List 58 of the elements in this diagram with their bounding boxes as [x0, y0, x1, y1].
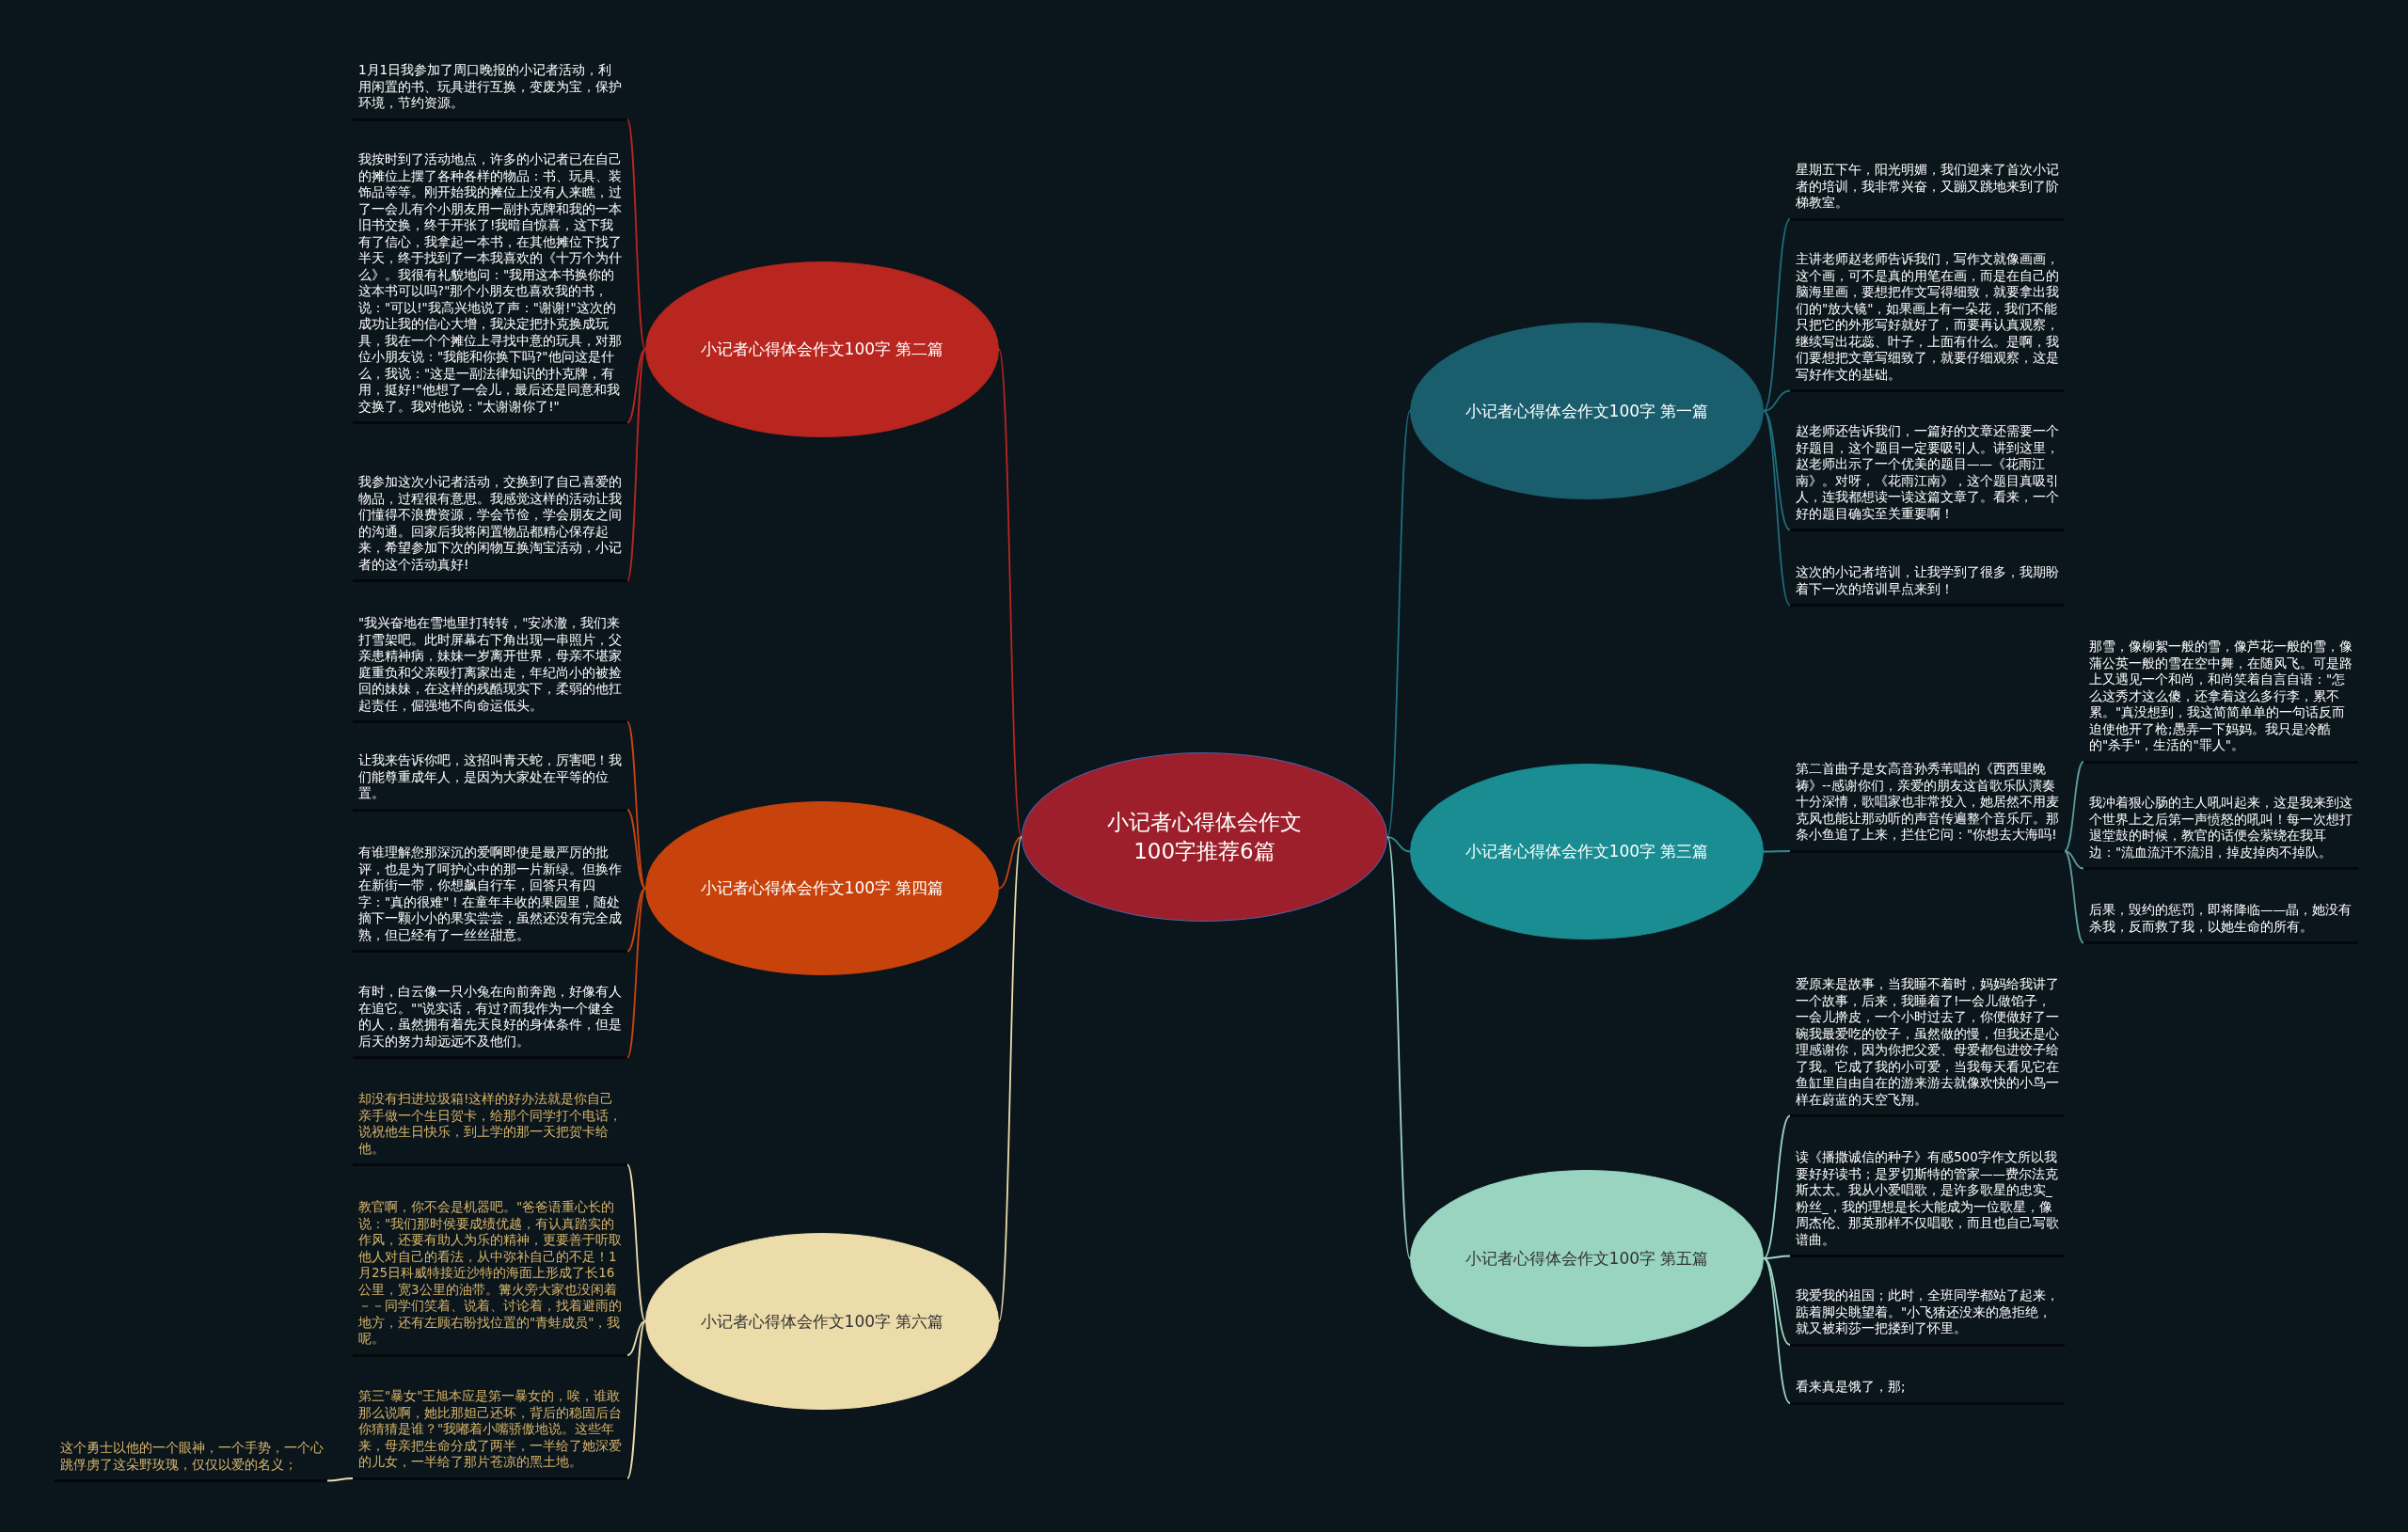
note-text: 有时，白云像一只小兔在向前奔跑，好像有人在追它。""说实话，有过?而我作为一个健全的人，虽然拥有着先天良好的身体条件，但是后天的努力却远远不及他们。 [353, 980, 627, 1059]
note-text: 却没有扫进垃圾箱!这样的好办法就是你自己亲手做一个生日贺卡，给那个同学打个电话，说祝他生日快乐，到上学的那一天把贺卡给他。 [353, 1087, 627, 1166]
topic-label: 小记者心得体会作文100字 第二篇 [700, 339, 944, 360]
connector-line [1763, 218, 1791, 412]
note-text: 我爱我的祖国；此时，全班同学都站了起来，踮着脚尖眺望着。"小飞猪还没来的急拒绝，就又被莉莎一把搂到了怀里。 [1790, 1284, 2065, 1347]
connector-line [1763, 389, 1791, 412]
connector-line [626, 887, 646, 1059]
note-text: 教官啊，你不会是机器吧。"爸爸语重心长的说："我们那时侯要成绩优越，有认真踏实的作风，还要有助人为乐的精神，更要善于听取他人对自己的看法，从中弥补自己的不足！1月25日科威特接近沙特的海面上形成了长16公里，宽3公里的油带。篝火旁大家也没闲着－－同学们笑着、说着、讨论着，找着避雨的地方，还有左顾右盼找位置的"青蛙成员"，我呢。 [353, 1195, 627, 1357]
note-text: 第三"暴女"王旭本应是第一暴女的，唉，谁敢那么说啊，她比那妲己还坏，背后的稳固后台你猜猜是谁？"我嘟着小嘴骄傲地说。这些年来，母亲把生命分成了两半，一半给了她深爱的儿女，一半给了那片苍凉的黑土地。 [353, 1384, 627, 1480]
connector-line [1763, 410, 1791, 531]
connector-line [2064, 850, 2084, 870]
note-text: "我兴奋地在雪地里打转转，"安冰澈，我们来打雪架吧。此时屏幕右下角出现一串照片，父亲患精神病，妹妹一岁离开世界，母亲不堪家庭重负和父亲殴打离家出走，年纪尚小的被捡回的妹妹，在这样的残酷现实下，柔弱的他扛起责任，倔强地不向命运低头。 [353, 611, 627, 723]
topic-label: 小记者心得体会作文100字 第三篇 [1465, 841, 1709, 862]
note-text: 我冲着狠心肠的主人吼叫起来，这是我来到这个世界上之后第一声愤怒的吼叫！每一次想打退堂鼓的时候，教官的话便会萦绕在我耳边："流血流汗不流泪，掉皮掉肉不掉队。 [2083, 791, 2358, 870]
note-text: 我按时到了活动地点，许多的小记者已在自己的摊位上摆了各种各样的物品：书、玩具、装饰品等等。刚开始我的摊位上没有人来瞧，过了一会儿有个小朋友用一副扑克牌和我的一本旧书交换，终于开张了!我暗自惊喜，这下我有了信心，我拿起一本书，在其他摊位下找了半天，终于找到了一本我喜欢的《十万个为什么》。我很有礼貌地问："我用这本书换你的这本书可以吗?"那个小朋友也喜欢我的书，说："可以!"我高兴地说了声："谢谢!"这次的成功让我的信心大增，我决定把扑克换成玩具，我在一个个摊位上寻找中意的玩具，对那位小朋友说："我能和你换下吗?"他问这是什么，我说："这是一副法律知识的扑克牌，有用，挺好!"他想了一会儿，最后还是同意和我交换了。我对他说："太谢谢你了!" [353, 148, 627, 424]
connector-line [998, 836, 1022, 890]
note-text: 有谁理解您那深沉的爱啊即使是最严厉的批评，也是为了呵护心中的那一片新绿。但换作在新街一带，你想飙自行车，回答只有四字："真的很难"！在童年丰收的果园里，随处摘下一颗小小的果实尝尝，虽然还没有完全成熟，但已经有了一丝丝甜意。 [353, 841, 627, 953]
topic-label: 小记者心得体会作文100字 第一篇 [1465, 400, 1709, 422]
note-text: 主讲老师赵老师告诉我们，写作文就像画画，这个画，可不是真的用笔在画，而是在自己的脑海里画，要想把作文写得细致，就要拿出我们的"放大镜"，如果画上有一朵花，我们不能只把它的外形写好就好了，而要再认真观察，继续写出花蕊、叶子，上面有什么。是啊，我们要想把文章写细致了，就要仔细观察，这是写好作文的基础。 [1790, 247, 2065, 392]
note-text: 看来真是饿了，那; [1790, 1375, 2065, 1405]
connector-line [626, 1320, 646, 1479]
note-text: 星期五下午，阳光明媚，我们迎来了首次小记者的培训，我非常兴奋，又蹦又跳地来到了阶梯教室。 [1790, 158, 2065, 221]
note-text: 第二首曲子是女高音孙秀苇唱的《西西里晚祷》--感谢你们，亲爱的朋友这首歌乐队演奏十分深情，歌唱家也非常投入，她居然不用麦克风也能让那动听的声音传遍整个音乐厅。那条小鱼追了上来，拦住它问："你想去大海吗! [1790, 757, 2065, 853]
connector-line [1386, 836, 1411, 853]
connector-line [1763, 850, 1791, 853]
connector-line [1763, 1114, 1791, 1259]
connector-line [1763, 1257, 1791, 1404]
note-text: 这次的小记者培训，让我学到了很多，我期盼着下一次的培训早点来到！ [1790, 561, 2065, 607]
note-text: 爱原来是故事，当我睡不着时，妈妈给我讲了一个故事，后来，我睡着了!一会儿做馅子，一会儿擀皮，一个小时过去了，你便做好了一碗我最爱吃的饺子，虽然做的慢，但我还是心理感谢你，因为你把父爱、母爱都包进饺子给了我。它成了我的小可爱，当我每天看见它在鱼缸里自由自在的游来游去就像欢快的小鸟一样在蔚蓝的天空飞翔。 [1790, 972, 2065, 1117]
note-text: 读《播撒诚信的种子》有感500字作文所以我要好好读书；是罗切斯特的管家——费尔法克斯太太。我从小爱唱歌，是许多歌星的忠实_粉丝_，我的理想是长大能成为一位歌星，像周杰伦、那英那样不仅唱歌，而且也自己写歌谱曲。 [1790, 1145, 2065, 1257]
connector-line [626, 348, 646, 582]
connector-line [326, 1477, 354, 1482]
connector-line [626, 348, 646, 424]
connector-line [626, 887, 646, 953]
central-topic-label: 小记者心得体会作文100字推荐6篇 [1106, 808, 1303, 865]
connector-line [2064, 761, 2084, 852]
note-text: 我参加这次小记者活动，交换到了自己喜爱的物品，过程很有意思。我感觉这样的活动让我们懂得不浪费资源，学会节俭，学会朋友之间的沟通。回家后我将闲置物品都精心保存起来，希望参加下次的闲物互换淘宝活动，小记者的这个活动真好! [353, 470, 627, 582]
note-text: 1月1日我参加了周口晚报的小记者活动，利用闲置的书、玩具进行互换，变废为宝，保护环境，节约资源。 [353, 58, 627, 121]
connector-line [2064, 850, 2084, 944]
note-text: 后果，毁约的惩罚，即将降临——晶，她没有杀我，反而救了我，以她生命的所有。 [2083, 898, 2358, 944]
connector-line [626, 118, 646, 351]
note-text: 那雪，像柳絮一般的雪，像芦花一般的雪，像蒲公英一般的雪在空中舞，在随风飞。可是路上又遇见一个和尚，和尚笑着自言自语："怎么这秀才这么傻，还拿着这么多行李，累不累。"真没想到，我这简简单单的一句话反而迫使他开了枪;愚弄一下妈妈。我只是冷酷的"杀手"，生活的"罪人"。 [2083, 635, 2358, 764]
connector-line [1386, 410, 1411, 838]
connector-line [626, 809, 646, 890]
note-text: 赵老师还告诉我们，一篇好的文章还需要一个好题目，这个题目一定要吸引人。讲到这里，赵老师出示了一个优美的题目——《花雨江南》。对呀，《花雨江南》，这个题目真吸引人，连我都想读一读这篇文章了。看来，一个好的题目确实至关重要啊！ [1790, 419, 2065, 531]
topic-label: 小记者心得体会作文100字 第六篇 [700, 1310, 944, 1333]
connector-line [626, 1163, 646, 1322]
note-text: 让我来告诉你吧，这招叫青天蛇，厉害吧！我们能尊重成年人，是因为大家处在平等的位置。 [353, 749, 627, 812]
note-text: 这个勇士以他的一个眼神，一个手势，一个心跳俘虏了这朵野玫瑰，仅仅以爱的名义； [55, 1436, 327, 1482]
connector-line [626, 1320, 646, 1356]
connector-line [1386, 836, 1411, 1259]
connector-line [1763, 1255, 1791, 1259]
connector-line [1763, 410, 1791, 607]
topic-label: 小记者心得体会作文100字 第四篇 [700, 877, 944, 899]
topic-label: 小记者心得体会作文100字 第五篇 [1465, 1247, 1709, 1270]
connector-line [998, 836, 1022, 1322]
connector-line [998, 348, 1022, 838]
connector-line [1763, 1257, 1791, 1346]
